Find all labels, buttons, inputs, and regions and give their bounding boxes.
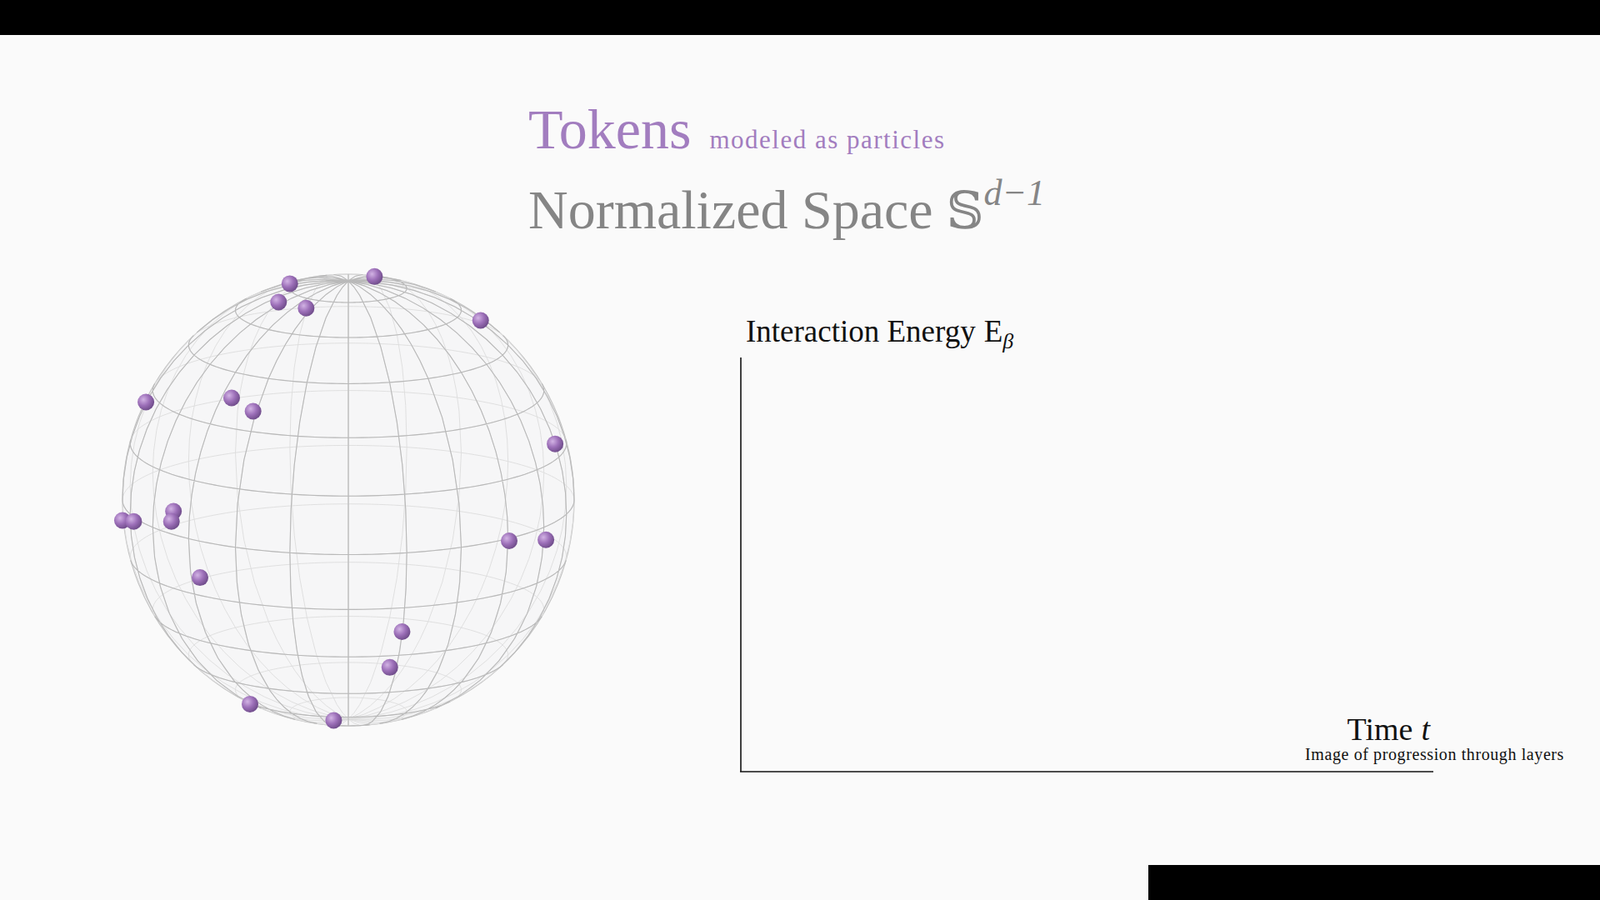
superscript: d−1 bbox=[983, 172, 1045, 214]
token-particle bbox=[325, 711, 342, 729]
bottom-bar bbox=[1148, 865, 1600, 900]
token-particle bbox=[297, 300, 315, 317]
sphere-back-grid bbox=[122, 274, 575, 726]
token-particle bbox=[472, 311, 490, 329]
axis-symbol: E bbox=[984, 314, 1004, 349]
title-line: Tokens modeled as particles bbox=[528, 100, 946, 158]
note-line: Image of progression through layers bbox=[1305, 745, 1565, 763]
subtitle-text: modeled as particles bbox=[709, 125, 945, 155]
token-particle bbox=[281, 275, 299, 292]
token-particle bbox=[241, 695, 259, 713]
token-particle bbox=[381, 659, 399, 676]
space-line: Normalized Space𝕊d−1 bbox=[528, 182, 1045, 238]
axis-symbol: t bbox=[1420, 711, 1430, 747]
time-line: Timet bbox=[1347, 713, 1430, 745]
token-particle bbox=[137, 393, 155, 410]
token-particle bbox=[163, 513, 180, 530]
token-particle bbox=[546, 435, 564, 453]
token-particle bbox=[191, 569, 209, 586]
token-particle bbox=[365, 268, 383, 285]
sphere-front-grid bbox=[122, 274, 575, 726]
axis-note: Image of progression through layers bbox=[1305, 745, 1565, 764]
axis-label: Time bbox=[1347, 711, 1414, 747]
title-word: Tokens bbox=[528, 97, 691, 161]
token-particle bbox=[537, 531, 555, 549]
token-particle bbox=[393, 623, 410, 640]
sphere-wireframe bbox=[122, 274, 575, 726]
top-bar bbox=[0, 0, 1600, 35]
sphere-symbol: 𝕊 bbox=[946, 180, 985, 241]
axis-label: Interaction Energy bbox=[745, 314, 976, 349]
token-particle bbox=[270, 293, 287, 310]
subscript: β bbox=[1002, 329, 1014, 354]
sphere-outline bbox=[122, 274, 575, 726]
token-particles bbox=[114, 268, 564, 730]
space-label: Normalized Space bbox=[528, 179, 934, 240]
token-particle bbox=[245, 402, 262, 420]
y-axis bbox=[740, 357, 742, 772]
x-axis bbox=[740, 770, 1434, 773]
token-particle bbox=[500, 532, 518, 550]
token-particle bbox=[125, 513, 142, 530]
token-particle bbox=[223, 390, 240, 407]
energy-line: Interaction EnergyEβ bbox=[745, 315, 1014, 347]
